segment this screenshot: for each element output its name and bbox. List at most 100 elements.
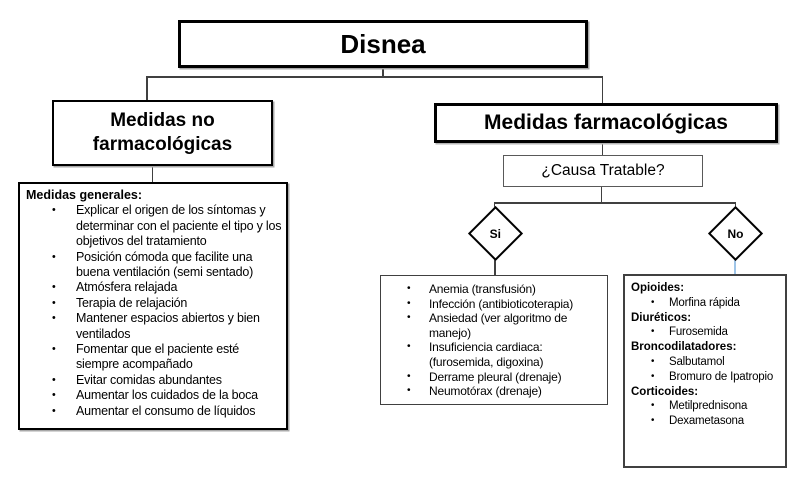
list-item: • Mantener espacios abiertos y bien vent… — [26, 311, 282, 342]
list-item-text: Explicar el origen de los síntomas y det… — [76, 203, 282, 249]
list-item-text: Bromuro de Ipatropio — [669, 370, 774, 383]
connector-to-right-title — [601, 76, 603, 104]
list-item: • Bromuro de Ipatropio — [631, 370, 783, 385]
bullet-icon: • — [407, 297, 411, 309]
drug-list: • Furosemida — [631, 325, 783, 340]
drug-group: Broncodilatadores: • Salbutamol • Bromur… — [631, 340, 783, 384]
bullet-icon: • — [52, 389, 56, 402]
drug-group-header: Opioides: — [631, 282, 685, 294]
bullet-icon: • — [407, 283, 411, 294]
drug-group-header: Broncodilatadores: — [631, 341, 737, 354]
bullet-icon: • — [651, 326, 655, 338]
list-item: • Evitar comidas abundantes — [26, 373, 282, 388]
list-item: • Explicar el origen de los síntomas y d… — [26, 203, 282, 249]
list-item-text: Morfina rápida — [669, 296, 740, 309]
list-item-text: Infección (antibioticoterapia) — [429, 296, 574, 311]
list-item: • Anemia (transfusión) — [383, 282, 605, 297]
left-branch-title: Medidas no farmacológicas — [92, 110, 233, 155]
connector-decision-horizontal — [493, 202, 736, 204]
list-item: • Posición cómoda que facilite una buena… — [26, 250, 282, 281]
list-item: • Aumentar los cuidados de la boca — [26, 388, 282, 403]
bullet-icon: • — [52, 296, 56, 309]
list-item: • Morfina rápida — [631, 296, 783, 311]
list-item-text: Atmósfera relajada — [76, 280, 178, 295]
bullet-icon: • — [52, 343, 56, 356]
drug-group: Diuréticos: • Furosemida — [631, 311, 783, 341]
bullet-icon: • — [651, 370, 655, 382]
decision-diamond-yes: Si — [467, 205, 524, 262]
list-item: • Dexametasona — [631, 414, 783, 429]
list-item-text: Furosemida — [669, 326, 728, 339]
list-item: • Terapia de relajación — [26, 296, 282, 311]
list-item-text: Fomentar que el paciente esté siempre ac… — [76, 342, 240, 372]
no-label: No — [727, 226, 744, 241]
list-item-text: Neumotórax (drenaje) — [429, 384, 542, 399]
list-item: • Neumotórax (drenaje) — [383, 384, 605, 399]
list-item: • Derrame pleural (drenaje) — [383, 370, 605, 385]
bullet-icon: • — [651, 400, 655, 412]
right-branch-title: Medidas farmacológicas — [484, 111, 728, 134]
bullet-icon: • — [52, 281, 56, 294]
list-item-text: Aumentar el consumo de líquidos — [76, 403, 256, 418]
drug-treatment-box: Opioides: • Morfina rápida Diuréticos: — [623, 274, 787, 468]
list-item-text: Terapia de relajación — [76, 295, 188, 310]
general-measures-header: Medidas generales: — [26, 188, 143, 202]
list-item-text: Ansiedad (ver algoritmo de manejo) — [429, 311, 568, 340]
bullet-icon: • — [52, 404, 56, 417]
root-node-disnea: Disnea — [178, 20, 588, 68]
list-item-text: Anemia (transfusión) — [429, 282, 536, 296]
decision-diamond-no: No — [707, 205, 764, 262]
drug-list: • Morfina rápida — [631, 296, 783, 311]
drug-group: Opioides: • Morfina rápida — [631, 281, 783, 311]
bullet-icon: • — [52, 312, 56, 325]
list-item: • Insuficiencia cardiaca: (furosemida, d… — [383, 340, 605, 369]
bullet-icon: • — [651, 415, 655, 427]
treatable-causes-list: • Anemia (transfusión) • Infección (anti… — [383, 282, 605, 399]
bullet-icon: • — [52, 204, 56, 217]
general-measures-list: • Explicar el origen de los síntomas y d… — [26, 203, 282, 419]
drug-list: • Salbutamol • Bromuro de Ipatropio — [631, 355, 783, 385]
bullet-icon: • — [407, 370, 411, 382]
list-item-text: Evitar comidas abundantes — [76, 372, 222, 387]
list-item-text: Posición cómoda que facilite una buena v… — [76, 249, 254, 280]
connector-si-to-box — [494, 258, 496, 276]
bullet-icon: • — [407, 341, 411, 353]
connector-question-stub — [600, 187, 602, 203]
list-item-text: Mantener espacios abiertos y bien ventil… — [76, 311, 260, 341]
general-measures-box: Medidas generales: • Explicar el origen … — [18, 182, 288, 430]
treatable-causes-box: • Anemia (transfusión) • Infección (anti… — [380, 275, 608, 405]
list-item: • Fomentar que el paciente esté siempre … — [26, 342, 282, 373]
drug-group-header: Diuréticos: — [631, 311, 692, 324]
drug-group-list: Opioides: • Morfina rápida Diuréticos: — [631, 281, 783, 429]
connector-top-horizontal — [146, 76, 603, 78]
list-item: • Atmósfera relajada — [26, 280, 282, 295]
list-item: • Ansiedad (ver algoritmo de manejo) — [383, 311, 605, 340]
bullet-icon: • — [407, 385, 411, 397]
connector-root-stub — [382, 68, 384, 77]
list-item: • Metilprednisona — [631, 399, 783, 414]
connector-right-title-to-question — [601, 143, 603, 156]
drug-group-header: Corticoides: — [631, 385, 699, 398]
yes-label: Si — [489, 226, 502, 241]
bullet-icon: • — [651, 355, 655, 367]
drug-group: Corticoides: • Metilprednisona • Dexamet… — [631, 385, 783, 429]
bullet-icon: • — [407, 312, 411, 324]
node-non-pharmacological: Medidas no farmacológicas — [52, 100, 273, 166]
list-item: • Infección (antibioticoterapia) — [383, 297, 605, 312]
list-item-text: Aumentar los cuidados de la boca — [76, 388, 258, 403]
drug-list: • Metilprednisona • Dexametasona — [631, 399, 783, 429]
connector-to-left-title — [146, 76, 148, 101]
list-item: • Aumentar el consumo de líquidos — [26, 404, 282, 419]
node-treatable-cause-question: ¿Causa Tratable? — [503, 155, 703, 187]
list-item-text: Derrame pleural (drenaje) — [429, 369, 562, 384]
list-item-text: Insuficiencia cardiaca: (furosemida, dig… — [429, 340, 544, 369]
root-title: Disnea — [340, 28, 426, 59]
connector-left-title-to-general — [151, 166, 153, 183]
list-item-text: Dexametasona — [669, 415, 744, 428]
bullet-icon: • — [52, 250, 56, 263]
question-text: ¿Causa Tratable? — [541, 162, 665, 179]
list-item-text: Salbutamol — [669, 355, 725, 368]
connector-no-to-box — [733, 259, 736, 275]
bullet-icon: • — [651, 296, 655, 308]
